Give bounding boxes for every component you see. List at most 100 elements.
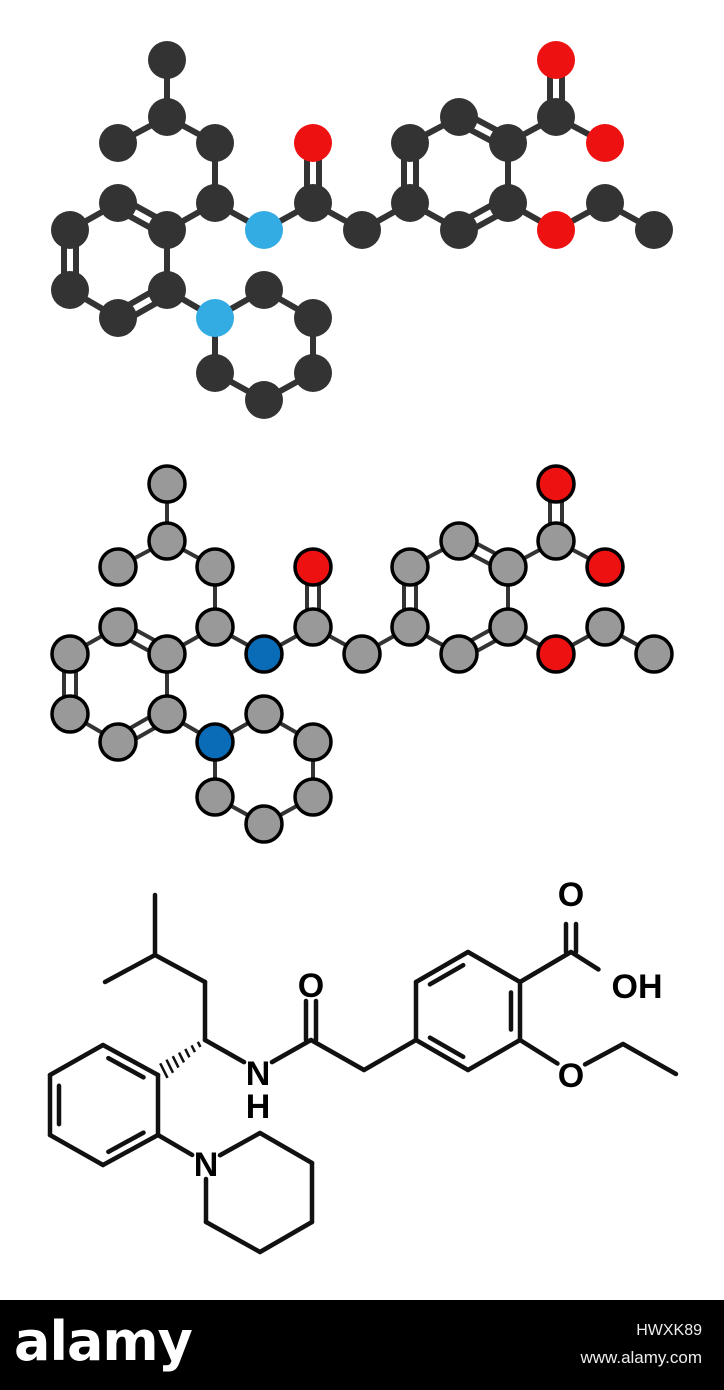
skeletal-bond-12 [413, 1037, 471, 1073]
carbon-atom [99, 124, 137, 162]
carbon-atom [391, 124, 429, 162]
skeletal-bond-18 [47, 1132, 106, 1168]
carbon-atom [195, 607, 235, 647]
nitrogen-atom [195, 722, 235, 762]
hash-6 [165, 1059, 175, 1074]
carbon-atom [294, 299, 332, 337]
carbon-atom [50, 694, 90, 734]
label-acid-oxygen: O [558, 876, 584, 914]
nitrogen-atom [245, 211, 283, 249]
skeletal-bond-19 [100, 1132, 161, 1168]
space-filling-atoms [51, 41, 673, 419]
carbon-atom [196, 184, 234, 222]
carbon-atom [147, 521, 187, 561]
label-ether-oxygen: O [558, 1057, 584, 1095]
hash-5 [171, 1055, 180, 1069]
skeletal-formula: O O OH O N H N [47, 876, 679, 1255]
oxygen-atom [536, 464, 576, 504]
oxygen-atom [586, 124, 624, 162]
carbon-atom [440, 211, 478, 249]
aromatic-inner-1 [427, 962, 466, 987]
skeletal-bond-3 [152, 952, 208, 985]
hash-1 [196, 1041, 202, 1048]
carbon-atom [98, 547, 138, 587]
skeletal-bond-16 [47, 1042, 106, 1078]
skeletal-bond-13 [517, 949, 574, 985]
skeletal-bonds [47, 892, 679, 1255]
carbon-atom [634, 634, 674, 674]
carbon-atom [195, 777, 235, 817]
skeletal-bond-21 [217, 1130, 263, 1158]
carbon-atom [244, 694, 284, 734]
oxygen-atom [293, 547, 333, 587]
carbon-atom [196, 354, 234, 392]
aromatic-inner-4 [106, 1055, 146, 1080]
skeletal-bond-25 [203, 1219, 263, 1255]
carbon-atom [293, 722, 333, 762]
carbon-atom [293, 607, 333, 647]
space-filling-model [51, 41, 673, 419]
skeletal-bond-2 [102, 952, 158, 985]
carbon-atom [196, 124, 234, 162]
carbon-atom [51, 211, 89, 249]
carbon-atom [488, 607, 528, 647]
skeletal-bond-24 [257, 1219, 315, 1255]
skeletal-bond-22 [257, 1130, 315, 1166]
carbon-atom [585, 607, 625, 647]
hash-3 [184, 1048, 191, 1058]
oxygen-atom [537, 41, 575, 79]
skeletal-bond-8 [413, 949, 471, 985]
carbon-atom [342, 634, 382, 674]
carbon-atom [635, 211, 673, 249]
hash-7 [159, 1062, 169, 1079]
hash-2 [190, 1044, 197, 1053]
nitrogen-atom [196, 299, 234, 337]
molecule-drawings: O O OH O N H N [47, 41, 679, 1255]
skeletal-bond-9 [465, 949, 523, 985]
carbon-atom [148, 271, 186, 309]
oxygen-atom [536, 634, 576, 674]
carbon-atom [148, 41, 186, 79]
image-id: HWXK89 [636, 1322, 702, 1339]
skeletal-bond-32 [568, 949, 601, 972]
carbon-atom [390, 547, 430, 587]
label-amide-hydrogen: H [246, 1088, 271, 1126]
label-carbonyl-oxygen: O [298, 967, 324, 1005]
carbon-atom [294, 354, 332, 392]
carbon-atom [586, 184, 624, 222]
carbon-atom [245, 381, 283, 419]
aromatic-inner-3 [427, 1035, 466, 1060]
carbon-atom [99, 184, 137, 222]
skeletal-bond-6 [361, 1037, 419, 1073]
aromatic-inner-6 [106, 1130, 146, 1155]
skeletal-bond-27 [155, 1132, 195, 1158]
carbon-atom [244, 804, 284, 844]
carbon-atom [390, 607, 430, 647]
carbon-atom [51, 271, 89, 309]
carbon-atom [488, 547, 528, 587]
carbon-atom [489, 124, 527, 162]
carbon-atom [294, 184, 332, 222]
carbon-atom [147, 694, 187, 734]
carbon-atom [293, 777, 333, 817]
carbon-atom [98, 722, 138, 762]
skeletal-bond-11 [465, 1037, 523, 1073]
carbon-atom [148, 98, 186, 136]
carbon-atom [439, 521, 479, 561]
carbon-atom [245, 271, 283, 309]
carbon-atom [391, 184, 429, 222]
carbon-atom [98, 607, 138, 647]
ball-and-stick-model [50, 464, 674, 844]
carbon-atom [50, 634, 90, 674]
carbon-atom [489, 184, 527, 222]
skeletal-bond-28 [202, 1037, 247, 1065]
oxygen-atom [294, 124, 332, 162]
oxygen-atom [585, 547, 625, 587]
skeletal-bond-14 [620, 1041, 679, 1077]
label-piperidine-nitrogen: N [194, 1146, 219, 1184]
hash-4 [177, 1051, 186, 1064]
brand-logo: alamy [14, 1310, 193, 1373]
watermark-footer: alamy HWXK89 www.alamy.com [0, 1300, 724, 1390]
ball-stick-atoms [50, 464, 674, 844]
skeletal-bond-29 [269, 1037, 314, 1065]
